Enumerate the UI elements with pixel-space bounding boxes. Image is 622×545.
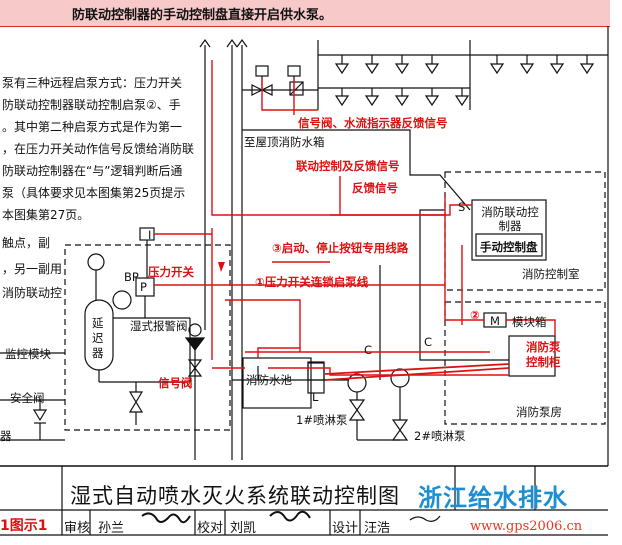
red-arrowheads [218,262,225,272]
pressure-gauge [112,290,132,310]
design-name: 汪浩 [364,521,391,536]
label-signal-valve: 信号阀 [158,376,193,390]
label-circle-2: ② [470,308,480,322]
banner-text: 防联动控制器的手动控制盘直接开启供水泵。 [72,8,333,23]
review-label: 审核 [64,521,91,536]
design-label: 设计 [332,521,359,536]
check-label: 校对 [197,521,224,536]
label-pump-control-cabinet: 消防泵控制柜 [526,340,561,369]
pump-control-cabinet [508,335,556,377]
label-wet-alarm-valve: 湿式报警阀 [130,319,188,333]
label-c-1: C [364,343,373,357]
label-pressure-switch: 压力开关 [148,265,194,279]
drawing-title: 湿式自动喷水灭火系统联动控制图 [70,484,400,508]
note-line-1: 泵有三种远程启泵方式：压力开关 [2,76,183,90]
sprinkler-heads [334,55,595,107]
label-s: S [458,200,466,214]
watermark-url: www.gps2006.cn [470,519,583,534]
label-pressure-switch-line: ①压力开关连锁启泵线 [255,275,369,289]
note-line-6: 泵（具体要求见本图集第25页提示 [2,186,186,200]
signature-review [141,512,191,524]
label-pump-1: 1#喷淋泵 [296,413,348,427]
label-linkage-feedback: 联动控制及反馈信号 [296,159,400,173]
label-c-2: C [424,335,433,349]
red-signal-lines [154,60,556,381]
label-linkage-controller: 消防联动控制器 [481,205,539,233]
label-module-box: 模块箱 [512,315,547,329]
note-line-5: 防联动控制器在“与”逻辑判断后通 [2,164,183,178]
label-monitor-module: 监控模块 [5,347,51,361]
pump-room-box [444,301,606,425]
label-start-stop-line: ③启动、停止按钮专用线路 [272,241,409,255]
figure-number: 1图示1 [0,518,48,534]
note-line-2: 防联动控制器联动控制启泵②、手 [2,98,181,112]
label-pump-2: 2#喷淋泵 [414,429,466,443]
note-line-8: 触点，副 [2,236,51,250]
fire-pool [242,357,312,409]
signature-check [269,510,311,522]
signature-design [409,515,441,522]
label-safety-valve: 安全阀 [10,391,45,405]
note-line-10: 消防联动控 [2,286,63,300]
label-roof-tank: 至屋顶消防水箱 [244,135,325,149]
label-m: M [490,314,500,328]
label-bp: BP [124,270,139,284]
check-name: 刘凯 [230,521,257,536]
label-pump-room: 消防泵房 [516,405,562,419]
label-feedback-signal: 反馈信号 [352,181,398,195]
label-delay: 延迟器 [92,316,104,360]
linkage-controller [471,199,547,261]
note-line-3: 。其中第二种启泵方式是作为第一 [2,120,183,134]
label-control-room: 消防控制室 [522,267,580,281]
label-p: P [140,280,147,294]
label-signal-valve-feedback: 信号阀、水流指示器反馈信号 [298,116,448,130]
control-room-box [444,171,606,291]
note-line-7: 本图集第27页。 [2,208,90,222]
watermark-title: 浙江给水排水 [418,484,568,512]
label-level-l: L [312,390,319,404]
header-banner [0,0,610,27]
note-line-9: ，另一副用 [2,262,63,276]
note-line-4: ，在压力开关动作信号反馈给消防联 [2,142,195,156]
label-fire-pool: 消防水池 [246,373,292,387]
label-i: I [148,228,152,242]
label-manual-panel: 手动控制盘 [480,240,538,254]
review-name: 孙兰 [98,521,125,536]
label-device-fragment: 器 [0,429,12,443]
